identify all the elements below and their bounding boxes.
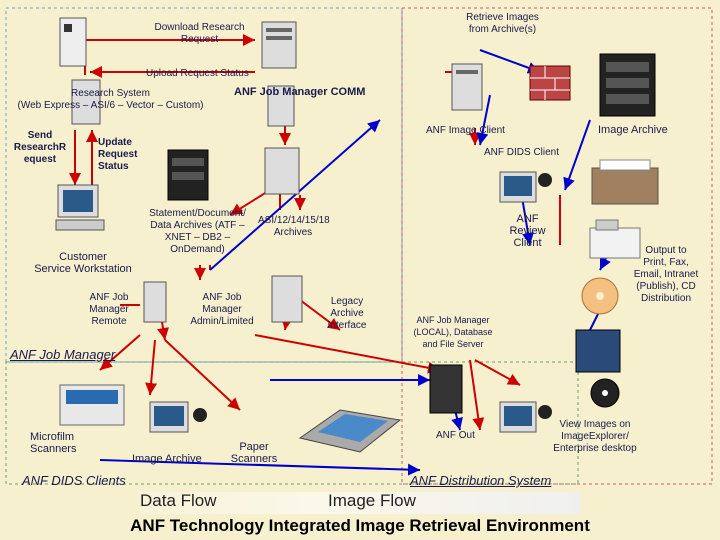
server-icon — [264, 147, 300, 195]
zone-distribution-border — [401, 7, 713, 485]
customer-workstation-label: Customer Service Workstation — [34, 251, 132, 275]
server-icon — [271, 275, 303, 323]
zone-dids-clients-border — [5, 361, 579, 485]
distribution-system-label: ANF Distribution System — [410, 473, 552, 488]
firewall-icon — [529, 65, 571, 101]
workstation-icon — [499, 401, 552, 433]
image-archive-label: Image Archive — [598, 124, 668, 136]
workstation-icon — [499, 171, 552, 203]
job-manager-admin-label: ANF Job Manager Admin/Limited — [190, 292, 254, 327]
job-manager-local-label: ANF Job Manager (LOCAL), Database and Fi… — [413, 315, 493, 349]
disk-array-icon — [575, 329, 621, 373]
image-client-label: ANF Image Client — [426, 125, 505, 136]
server-icon — [143, 281, 167, 323]
send-request-label: Send ResearchR equest — [13, 130, 67, 165]
legend-data-flow: Data Flow — [140, 491, 217, 510]
cd-icon — [590, 378, 620, 408]
page-title: ANF Technology Integrated Image Retrieva… — [130, 516, 590, 535]
microfilm-scanner-icon — [59, 384, 125, 426]
server-icon — [71, 79, 101, 125]
research-system-label: Research System (Web Express – ASI/6 – V… — [17, 88, 204, 111]
job-manager-zone-label: ANF Job Manager — [10, 347, 116, 362]
retrieve-images-label: Retrieve Images from Archive(s) — [466, 12, 539, 35]
legend-image-flow: Image Flow — [328, 491, 416, 510]
view-images-label: View Images on ImageExplorer/ Enterprise… — [553, 419, 637, 454]
asi-archives-label: ASI/12/14/15/18 Archives — [258, 215, 330, 238]
legacy-archive-label: Legacy Archive Interface — [327, 296, 367, 331]
update-status-label: Update Request Status — [98, 137, 138, 172]
dids-client-label: ANF DIDS Client — [484, 147, 560, 158]
fax-icon — [589, 219, 641, 259]
server-icon — [451, 63, 483, 111]
paper-scanners-label: Paper Scanners — [230, 441, 278, 465]
legend-strip — [140, 492, 580, 514]
paper-scanner-icon — [298, 409, 402, 453]
image-archive-bottom-label: Image Archive — [132, 453, 202, 465]
output-to-label: Output to Print, Fax, Email, Intranet (P… — [633, 245, 699, 304]
disk-array-icon — [599, 53, 656, 117]
cd-icon — [581, 277, 619, 315]
server-icon — [59, 17, 87, 67]
job-manager-remote-label: ANF Job Manager Remote — [89, 292, 129, 327]
server-icon — [267, 85, 295, 127]
disk-array-icon — [167, 149, 209, 201]
statement-archives-label: Statement/Document/ Data Archives (ATF –… — [149, 208, 246, 255]
dids-clients-label: ANF DIDS Clients — [22, 473, 126, 488]
review-client-label: ANF Review Client — [509, 213, 546, 249]
printer-icon — [591, 159, 659, 205]
upload-status-label: Upload Request Status — [146, 68, 249, 79]
anf-out-label: ANF Out — [436, 430, 475, 441]
server-icon — [261, 21, 297, 69]
microfilm-scanners-label: Microfilm Scanners — [30, 431, 77, 455]
workstation-icon — [55, 184, 105, 231]
job-manager-comm-label: ANF Job Manager COMM — [234, 86, 366, 98]
download-request-label: Download Research Request — [154, 22, 245, 45]
workstation-icon — [149, 401, 207, 433]
server-icon — [429, 364, 463, 414]
